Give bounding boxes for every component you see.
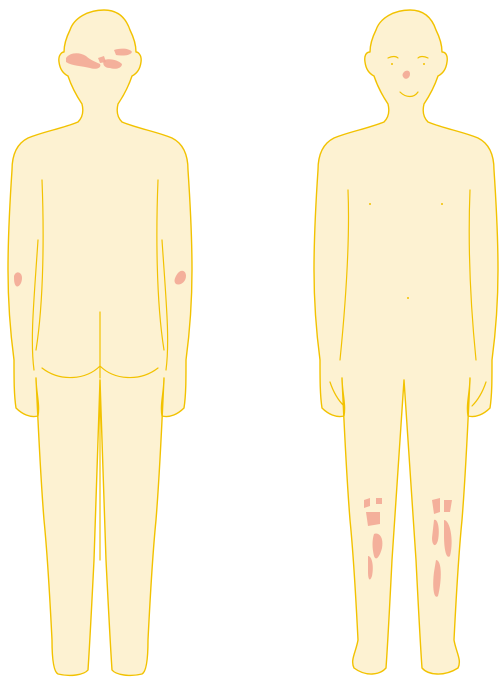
right-nipple (441, 203, 443, 205)
face-left-eye (391, 63, 393, 65)
face-right-eye (423, 63, 425, 65)
left-nipple (369, 203, 371, 205)
figure-front-view (314, 10, 498, 674)
lesion-patch (366, 512, 380, 526)
figure-back-view (8, 10, 192, 675)
navel (407, 297, 409, 299)
lesion-patch (376, 498, 382, 504)
